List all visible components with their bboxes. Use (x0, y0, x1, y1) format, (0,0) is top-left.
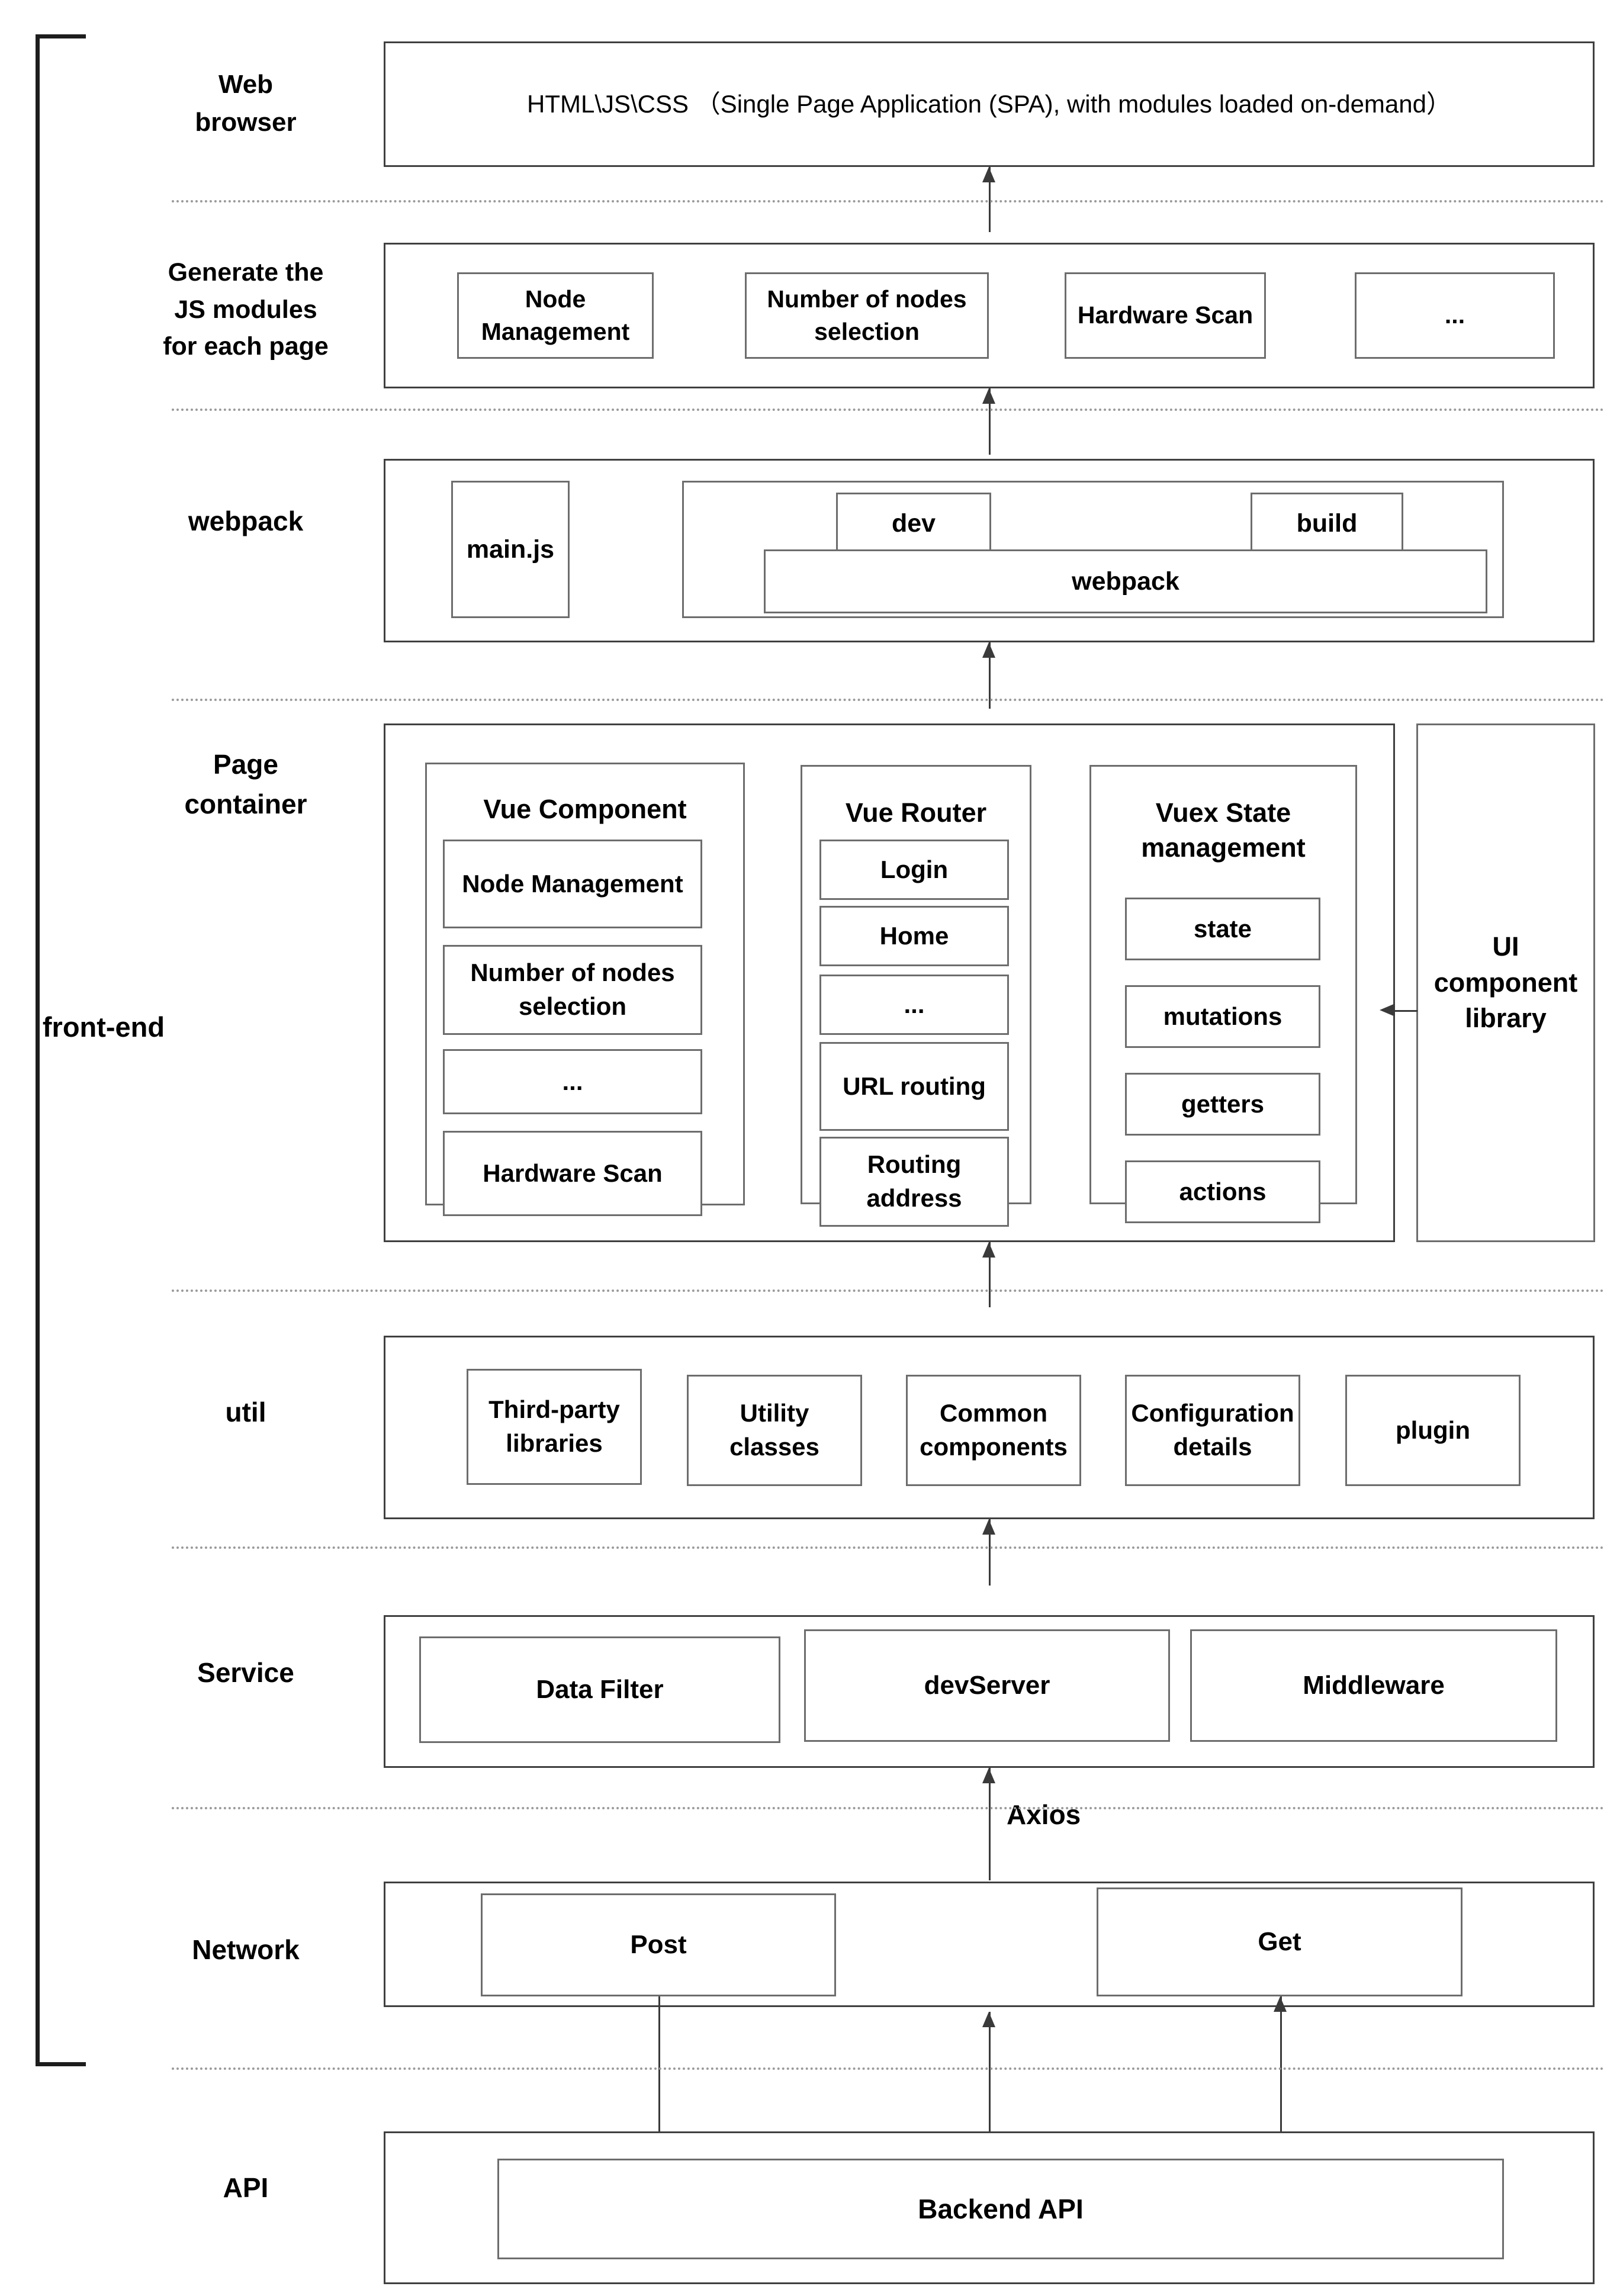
row-label-service: Service (197, 1657, 294, 1688)
arrow-uilibrary-to-pagecontainer (1380, 1004, 1395, 1017)
vuex-actions[interactable]: actions (1125, 1160, 1320, 1223)
service-devserver[interactable]: devServer (804, 1629, 1170, 1742)
util-common-components[interactable]: Common components (906, 1375, 1081, 1486)
divider-network-api (172, 2067, 1605, 2070)
connector-backend-to-network (989, 2012, 991, 2207)
row-label-page-container-line2: container (184, 789, 307, 819)
vue-component-hardware-scan[interactable]: Hardware Scan (443, 1131, 702, 1216)
connector-backend-to-get (1280, 1996, 1282, 2207)
connector-util-to-pagecontainer (989, 1242, 991, 1307)
backend-api-box[interactable]: Backend API (497, 2159, 1504, 2259)
arrow-pagecontainer-to-webpack (982, 642, 995, 658)
webpack-inner[interactable]: webpack (764, 549, 1487, 613)
arrow-network-to-service (982, 1768, 995, 1783)
connector-webpack-to-jsmodules (989, 388, 991, 455)
divider-util-service (172, 1546, 1605, 1549)
webpack-dev[interactable]: dev (836, 493, 991, 554)
vue-router-more[interactable]: ... (819, 975, 1009, 1035)
divider-jsmodules-webpack (172, 409, 1605, 411)
row-label-web-browser: Web browser (118, 47, 373, 160)
connector-service-to-util (989, 1519, 991, 1586)
service-data-filter[interactable]: Data Filter (419, 1636, 780, 1743)
front-end-group-label: front-end (42, 1011, 165, 1043)
arrow-service-to-util (982, 1519, 995, 1535)
divider-browser-jsmodules (172, 200, 1605, 202)
vue-component-more[interactable]: ... (443, 1049, 702, 1114)
row-label-js-modules-line1: Generate the (168, 258, 324, 287)
webpack-build[interactable]: build (1251, 493, 1403, 554)
spa-box[interactable]: HTML\JS\CSS （Single Page Application (SP… (384, 41, 1595, 167)
vue-router-title: Vue Router (845, 798, 987, 828)
vue-router-home[interactable]: Home (819, 906, 1009, 966)
network-get[interactable]: Get (1097, 1887, 1462, 1996)
util-plugin[interactable]: plugin (1345, 1375, 1521, 1486)
row-label-page-container: Page container (115, 743, 376, 826)
connector-jsmodules-to-browser (989, 167, 991, 232)
row-label-api: API (223, 2172, 269, 2203)
webpack-main-js[interactable]: main.js (451, 481, 570, 618)
arrow-backend-to-get (1274, 1996, 1287, 2012)
vue-component-node-management[interactable]: Node Management (443, 840, 702, 928)
ui-component-library-box[interactable]: UI component library (1416, 723, 1595, 1242)
vuex-getters[interactable]: getters (1125, 1073, 1320, 1136)
row-label-page-container-line1: Page (213, 749, 278, 780)
row-label-webpack: webpack (188, 505, 304, 536)
vue-router-routing-address[interactable]: Routing address (819, 1137, 1009, 1227)
connector-pagecontainer-to-webpack (989, 642, 991, 709)
axios-label: Axios (1007, 1799, 1081, 1830)
row-label-web-browser-line2: browser (195, 108, 297, 137)
row-label-util: util (225, 1396, 266, 1427)
row-label-web-browser-line1: Web (218, 70, 274, 99)
arrow-webpack-to-jsmodules (982, 388, 995, 404)
arrow-backend-to-network (982, 2012, 995, 2027)
vue-component-title: Vue Component (483, 794, 687, 824)
js-module-number-of-nodes-selection[interactable]: Number of nodes selection (745, 272, 989, 359)
service-middleware[interactable]: Middleware (1190, 1629, 1557, 1742)
vuex-title: Vuex State management (1141, 798, 1306, 863)
divider-pagecontainer-util (172, 1290, 1605, 1292)
network-post[interactable]: Post (481, 1893, 836, 1996)
divider-service-network (172, 1807, 1605, 1809)
js-module-hardware-scan[interactable]: Hardware Scan (1065, 272, 1266, 359)
row-label-js-modules-line2: JS modules (174, 295, 317, 324)
arrow-util-to-pagecontainer (982, 1242, 995, 1258)
connector-uilibrary-to-pagecontainer (1395, 1010, 1418, 1012)
vuex-mutations[interactable]: mutations (1125, 985, 1320, 1048)
util-utility-classes[interactable]: Utility classes (687, 1375, 862, 1486)
divider-webpack-pagecontainer (172, 699, 1605, 701)
util-configuration-details[interactable]: Configuration details (1125, 1375, 1300, 1486)
util-third-party-libraries[interactable]: Third-party libraries (467, 1369, 642, 1485)
front-end-bracket (36, 34, 86, 2066)
connector-network-to-service (989, 1768, 991, 1880)
js-module-node-management[interactable]: Node Management (457, 272, 654, 359)
arrow-jsmodules-to-browser (982, 167, 995, 182)
vue-router-login[interactable]: Login (819, 840, 1009, 900)
js-module-more[interactable]: ... (1355, 272, 1555, 359)
row-label-network: Network (192, 1934, 300, 1965)
vue-component-number-of-nodes-selection[interactable]: Number of nodes selection (443, 945, 702, 1035)
connector-post-to-backend (658, 1996, 660, 2205)
row-label-js-modules: Generate the JS modules for each page (115, 247, 376, 372)
row-label-js-modules-line3: for each page (163, 332, 329, 361)
vue-router-url-routing[interactable]: URL routing (819, 1042, 1009, 1131)
vuex-state[interactable]: state (1125, 898, 1320, 960)
